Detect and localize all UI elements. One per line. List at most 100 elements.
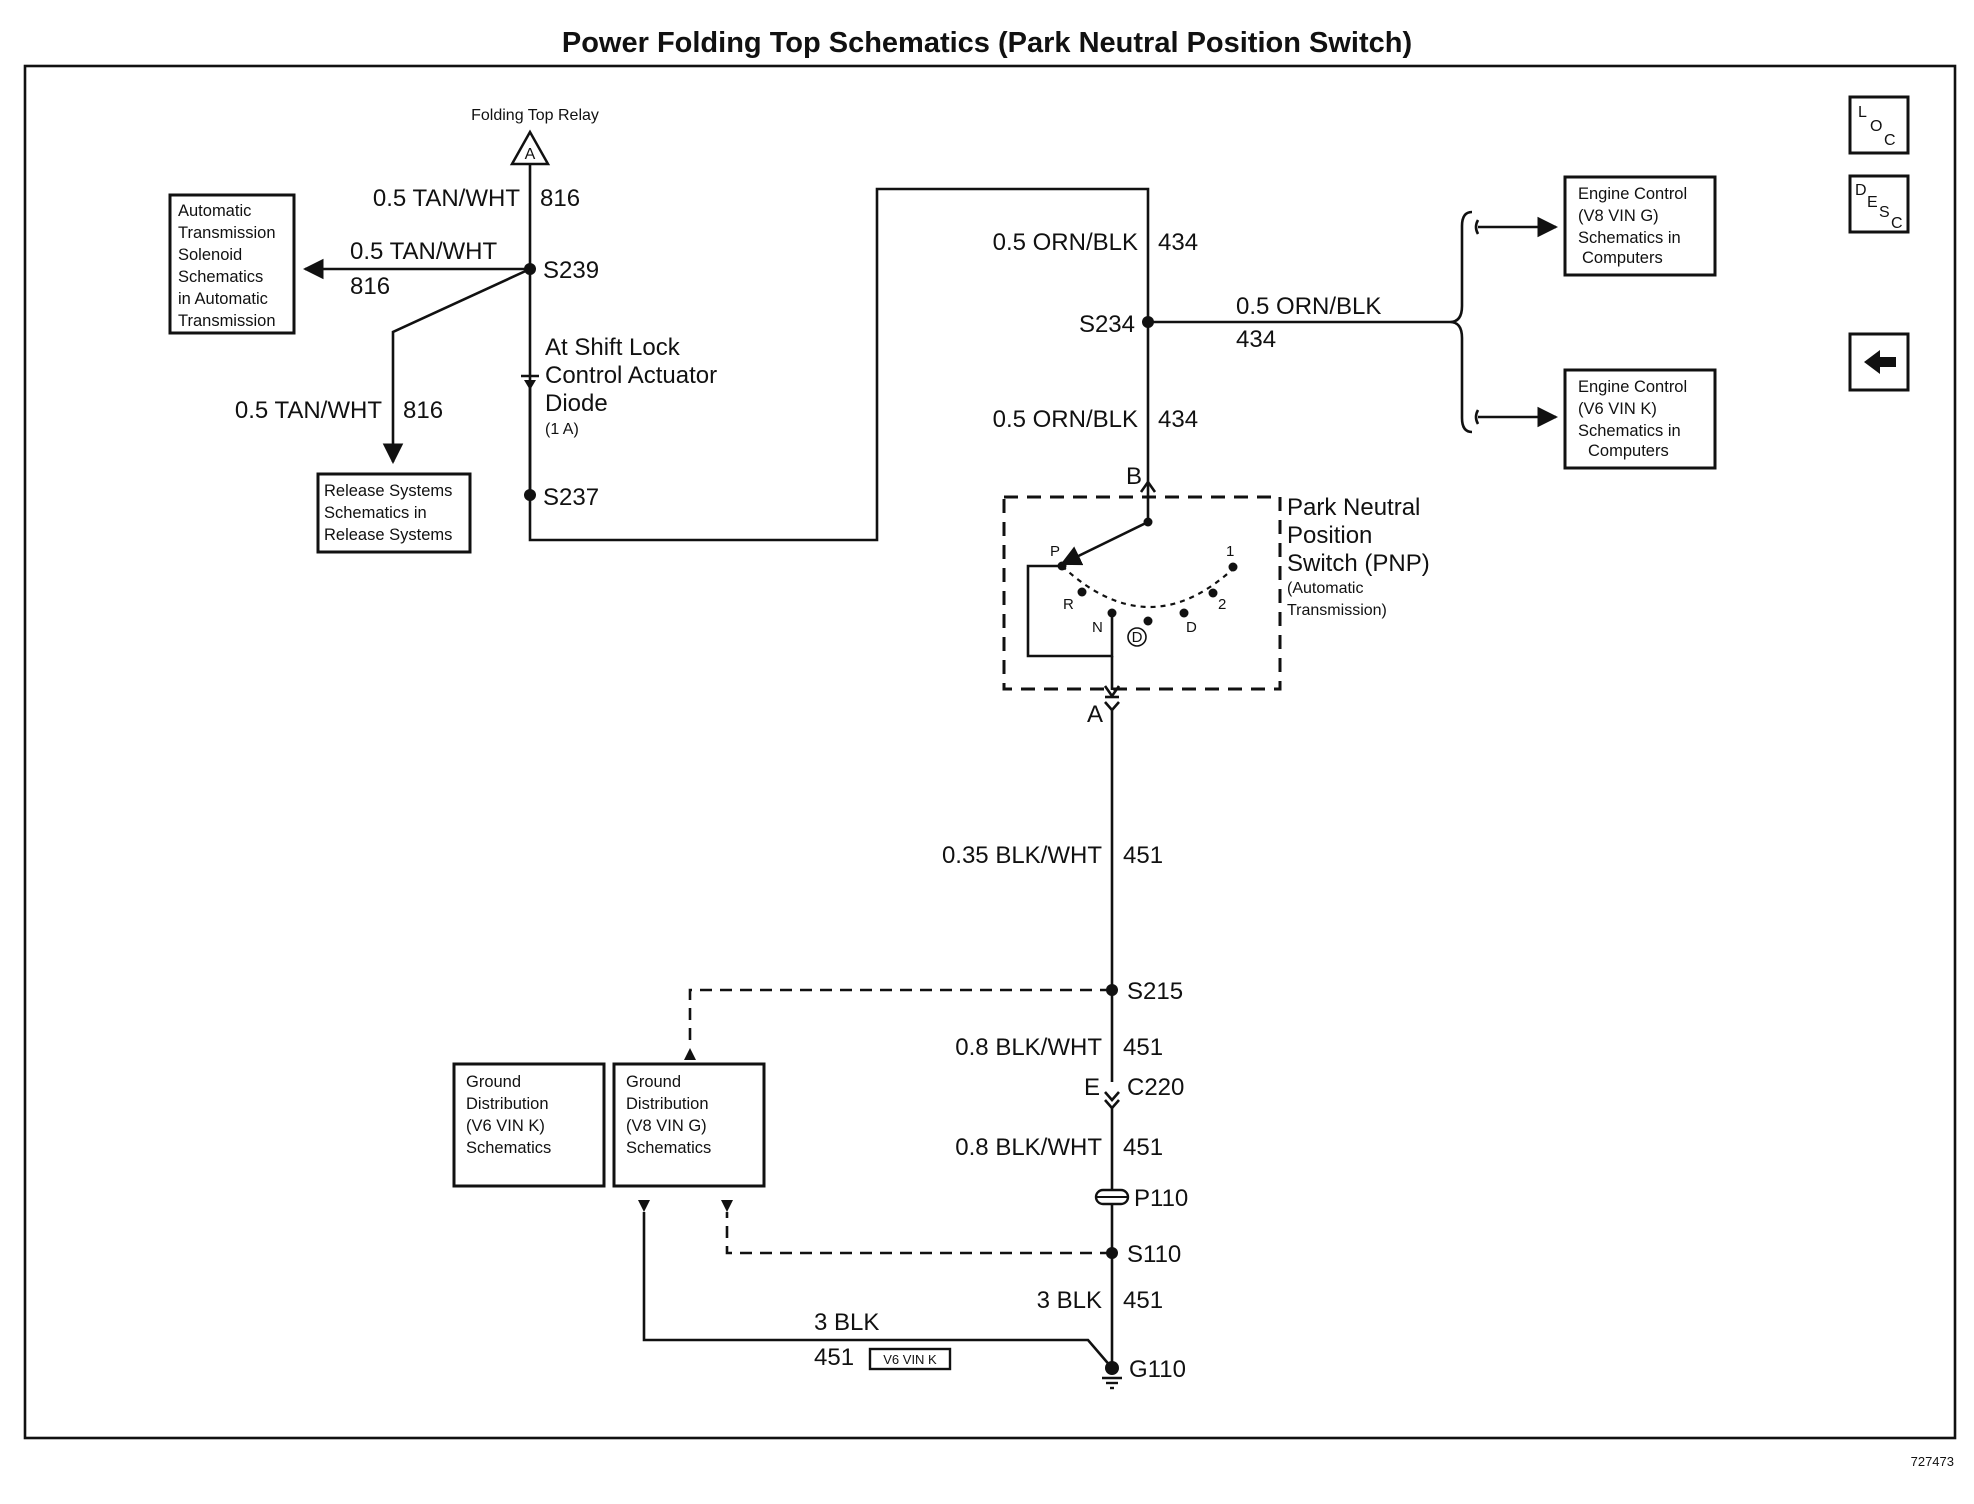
pnp-pin-a: A bbox=[1087, 701, 1103, 728]
pnp-contact-1 bbox=[1228, 562, 1238, 572]
ground-v6-line1: Ground bbox=[466, 1073, 521, 1091]
auto-trans-line3: Solenoid bbox=[178, 246, 242, 264]
loc-letter-c: C bbox=[1884, 132, 1896, 149]
wire-tan-release-label: 0.5 TAN/WHT bbox=[235, 397, 382, 424]
wire-blk-wht-035-circuit: 451 bbox=[1123, 842, 1163, 869]
engine-v6-line4: Computers bbox=[1588, 442, 1669, 460]
splice-s234-label: S234 bbox=[1079, 311, 1135, 338]
splice-s239-label: S239 bbox=[543, 257, 599, 284]
pnp-label-line3: Switch (PNP) bbox=[1287, 550, 1430, 577]
diode-label-line4: (1 A) bbox=[545, 421, 579, 438]
pnp-pos-p: P bbox=[1050, 543, 1060, 560]
dashed-wire-s215-to-v8 bbox=[688, 988, 1112, 1048]
engine-v8-line3: Schematics in bbox=[1578, 229, 1681, 247]
pnp-pos-2: 2 bbox=[1218, 596, 1226, 613]
diode-label-line1: At Shift Lock bbox=[545, 334, 681, 361]
wire-816-434-loop bbox=[528, 187, 1150, 542]
wire-orn-top-label: 0.5 ORN/BLK bbox=[993, 229, 1138, 256]
left-arrow-icon bbox=[1864, 350, 1896, 374]
pnp-pos-1: 1 bbox=[1226, 543, 1234, 560]
loc-letter-o: O bbox=[1870, 118, 1882, 135]
ground-dist-v6-box[interactable]: Ground Distribution (V6 VIN K) Schematic… bbox=[452, 1062, 606, 1188]
pnp-label-line2: Position bbox=[1287, 522, 1372, 549]
auto-trans-line4: Schematics bbox=[178, 268, 263, 286]
loc-button[interactable]: L O C bbox=[1848, 95, 1910, 155]
ground-v8-line1: Ground bbox=[626, 1073, 681, 1091]
splice-s110-label: S110 bbox=[1127, 1241, 1181, 1268]
pnp-pos-r: R bbox=[1063, 596, 1074, 613]
c220-label: C220 bbox=[1127, 1074, 1184, 1101]
wire-orn-branch-circuit: 434 bbox=[1236, 326, 1276, 353]
wire-tan-top-circuit: 816 bbox=[540, 185, 580, 212]
auto-trans-line2: Transmission bbox=[178, 224, 276, 242]
engine-control-v8-box[interactable]: Engine Control (V8 VIN G) Schematics in … bbox=[1563, 175, 1717, 277]
relay-label: Folding Top Relay bbox=[471, 107, 599, 124]
desc-letter-s: S bbox=[1879, 204, 1890, 221]
pnp-contact-d bbox=[1179, 608, 1189, 618]
desc-letter-e: E bbox=[1867, 194, 1878, 211]
pnp-label-line4: (Automatic bbox=[1287, 580, 1363, 597]
auto-trans-line6: Transmission bbox=[178, 312, 276, 330]
pnp-internal-bridge bbox=[1026, 564, 1114, 658]
desc-letter-c: C bbox=[1891, 215, 1903, 232]
splice-s237-label: S237 bbox=[543, 484, 599, 511]
pnp-pos-n: N bbox=[1092, 619, 1103, 636]
release-line1: Release Systems bbox=[324, 482, 452, 500]
ground-v8-line4: Schematics bbox=[626, 1139, 711, 1157]
auto-trans-line1: Automatic bbox=[178, 202, 251, 220]
p110-label: P110 bbox=[1134, 1185, 1188, 1212]
figure-id: 727473 bbox=[1911, 1454, 1954, 1469]
wire-blk-3-ground-label: 3 BLK bbox=[814, 1309, 879, 1336]
option-tag-box bbox=[868, 1347, 952, 1371]
page-title: Power Folding Top Schematics (Park Neutr… bbox=[562, 27, 1412, 59]
pnp-pos-d-circle-ring bbox=[1127, 627, 1147, 647]
splice-s215-label: S215 bbox=[1127, 978, 1183, 1005]
diode-symbol bbox=[521, 372, 539, 420]
pnp-pin-b: B bbox=[1126, 463, 1142, 490]
ground-v6-line2: Distribution bbox=[466, 1095, 549, 1113]
engine-control-v6-box[interactable]: Engine Control (V6 VIN K) Schematics in … bbox=[1563, 368, 1717, 470]
diode-label-line2: Control Actuator bbox=[545, 362, 717, 389]
wire-blk-3-ground-circuit: 451 bbox=[814, 1344, 854, 1371]
wire-blk-3-label: 3 BLK bbox=[1037, 1287, 1102, 1314]
wire-orn-branch-label: 0.5 ORN/BLK bbox=[1236, 293, 1381, 320]
back-button[interactable] bbox=[1848, 332, 1910, 392]
dashed-arrow-down bbox=[721, 1200, 733, 1212]
desc-letter-d: D bbox=[1855, 182, 1867, 199]
ground-icon bbox=[1102, 1376, 1122, 1390]
pnp-switch-arm bbox=[1060, 520, 1149, 566]
ground-dist-v8-box[interactable]: Ground Distribution (V8 VIN G) Schematic… bbox=[612, 1062, 766, 1188]
ground-v8-line3: (V8 VIN G) bbox=[626, 1117, 707, 1135]
option-brace-tick-bottom bbox=[1474, 409, 1480, 425]
splice-s237-dot bbox=[524, 489, 536, 501]
pnp-position-arc bbox=[1061, 565, 1237, 608]
loc-letter-l: L bbox=[1858, 104, 1867, 121]
pnp-pos-d-circle: D bbox=[1132, 629, 1143, 646]
desc-button[interactable]: D E S C bbox=[1848, 174, 1910, 234]
dashed-wire-s110-to-v8 bbox=[725, 1212, 1112, 1255]
ground-v6-arrow-down bbox=[638, 1200, 650, 1212]
pnp-contact-d-circle bbox=[1143, 616, 1153, 626]
c220-connector-top bbox=[1104, 1091, 1120, 1102]
engine-v8-line4: Computers bbox=[1582, 249, 1663, 267]
wire-orn-top-circuit: 434 bbox=[1158, 229, 1198, 256]
auto-trans-box[interactable]: Automatic Transmission Solenoid Schemati… bbox=[168, 193, 296, 335]
wire-blk-wht-035-label: 0.35 BLK/WHT bbox=[942, 842, 1102, 869]
ground-v6-line4: Schematics bbox=[466, 1139, 551, 1157]
pnp-label-line1: Park Neutral bbox=[1287, 494, 1420, 521]
c220-pin-label: E bbox=[1084, 1074, 1100, 1101]
ground-v8-line2: Distribution bbox=[626, 1095, 709, 1113]
wire-orn-lower-label: 0.5 ORN/BLK bbox=[993, 406, 1138, 433]
option-brace-tick-top bbox=[1474, 219, 1480, 235]
engine-v6-line1: Engine Control bbox=[1578, 378, 1687, 396]
diagram-frame bbox=[23, 64, 1957, 1440]
dashed-arrow-up bbox=[684, 1048, 696, 1060]
release-systems-box[interactable]: Release Systems Schematics in Release Sy… bbox=[316, 472, 472, 554]
wire-orn-lower-circuit: 434 bbox=[1158, 406, 1198, 433]
wire-tan-top-label: 0.5 TAN/WHT bbox=[373, 185, 520, 212]
wire-blk-wht-08a-label: 0.8 BLK/WHT bbox=[955, 1034, 1102, 1061]
wire-blk-wht-08a-circuit: 451 bbox=[1123, 1034, 1163, 1061]
wire-blk-wht-08b-label: 0.8 BLK/WHT bbox=[955, 1134, 1102, 1161]
engine-v8-line2: (V8 VIN G) bbox=[1578, 207, 1659, 225]
